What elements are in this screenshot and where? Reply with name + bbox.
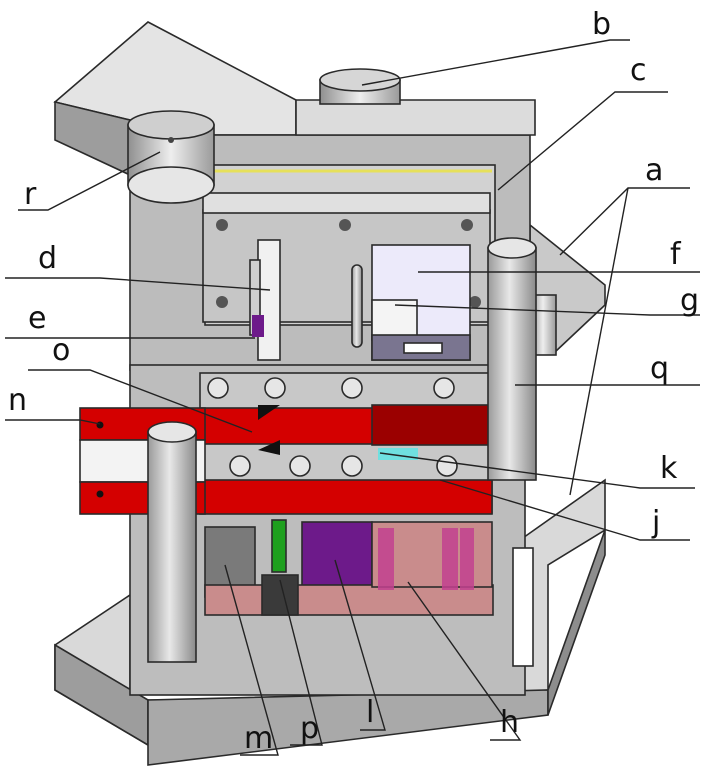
punch-e-tip [252, 315, 264, 337]
leader-r [18, 151, 161, 211]
label-o: o [52, 333, 70, 368]
label-n: n [8, 383, 27, 418]
leader-d [5, 277, 271, 291]
block-g [371, 299, 418, 341]
label-a: a [645, 153, 663, 188]
plate-k [371, 404, 493, 446]
screw-head [339, 219, 351, 231]
leader-a2 [569, 187, 629, 496]
guide-pillar-icon [147, 237, 537, 663]
label-g: g [680, 283, 699, 318]
label-l: l [366, 695, 374, 730]
punch-o-upper [258, 405, 280, 420]
base-plate-front [147, 689, 549, 766]
label-h: h [500, 705, 519, 740]
block-f [371, 244, 471, 361]
leader-lines [5, 39, 700, 756]
leader-c [497, 91, 668, 191]
label-j: j [651, 505, 660, 540]
label-e: e [28, 301, 46, 336]
socket-screw-icon [207, 377, 458, 477]
leader-h [407, 581, 522, 741]
label-r: r [24, 177, 37, 212]
screw-head [216, 219, 228, 231]
leader-o [28, 369, 253, 433]
guide-pillar-back [487, 247, 537, 481]
leader-m [224, 564, 279, 756]
leader-p [279, 579, 323, 746]
lower-housing-slot [512, 547, 534, 667]
leader-g [394, 304, 700, 316]
leader-n [5, 419, 101, 425]
strip-band-lower [199, 479, 493, 515]
label-d: d [38, 241, 57, 276]
label-c: c [630, 53, 647, 88]
guide-pin [351, 264, 363, 348]
spring-icon [378, 528, 474, 590]
upper-block-top-face [295, 99, 536, 136]
punch-d [249, 239, 281, 361]
base-plate-right [547, 529, 606, 716]
label-m: m [244, 721, 273, 756]
bushing-b-icon [319, 68, 401, 105]
label-b: b [592, 7, 611, 42]
screw-head [216, 296, 228, 308]
green-sensor [271, 519, 287, 573]
label-k: k [660, 451, 678, 486]
label-f: f [670, 237, 682, 272]
leader-l [334, 559, 386, 731]
violet-block-l [301, 521, 373, 595]
label-p: p [300, 711, 319, 746]
bushing-r-icon [127, 110, 215, 204]
guide-pillar-front [147, 431, 197, 663]
screw-head [469, 296, 481, 308]
punch-o-lower [258, 440, 280, 455]
leader-b [361, 39, 630, 86]
leader-k [379, 452, 695, 489]
leader-j [439, 479, 690, 541]
label-q: q [650, 351, 669, 386]
screw-head [461, 219, 473, 231]
punch-holder-top [202, 192, 491, 214]
labels: b c a f g q k j r d e o n m p l h [8, 7, 699, 756]
